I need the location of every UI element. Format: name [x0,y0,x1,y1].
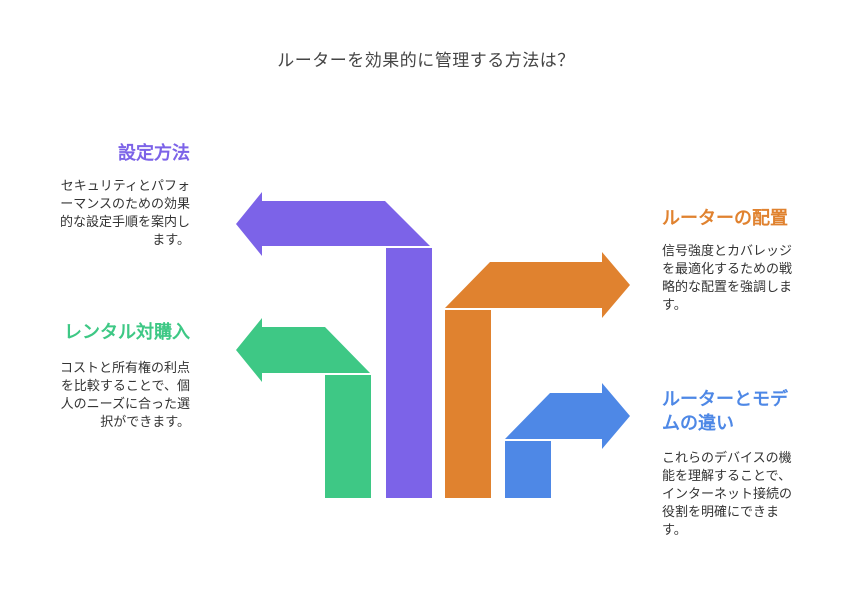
heading-placement: ルーターの配置 [662,208,788,229]
desc-rental: コストと所有権の利点を比較することで、個人のニーズに合った選択ができます。 [59,361,190,430]
purple-arrow [236,192,432,498]
diagram-title: ルーターを効果的に管理する方法は？ [277,51,575,71]
heading-router-vs-modem: ルーターとモデムの違い [662,389,788,434]
purple-bar [386,248,432,498]
desc-placement: 信号強度とカバレッジを最適化するための戦略的な配置を強調します。 [662,244,793,313]
desc-router-vs-modem: これらのデバイスの機能を理解することで、インターネット接続の役割を明確にできます… [662,451,793,538]
orange-arrow [445,252,630,498]
orange-bar [445,310,491,498]
heading-settings: 設定方法 [118,143,190,164]
green-arrow [236,318,371,498]
desc-settings: セキュリティとパフォーマンスのための効果的な設定手順を案内します。 [59,179,190,248]
blue-bar [505,441,551,498]
purple-arrowhead [236,192,430,256]
heading-rental: レンタル対購入 [64,322,190,343]
green-bar [325,375,371,498]
blue-arrow [505,383,630,498]
green-arrowhead [236,318,370,382]
blue-arrowhead [505,383,630,449]
orange-arrowhead [445,252,630,318]
